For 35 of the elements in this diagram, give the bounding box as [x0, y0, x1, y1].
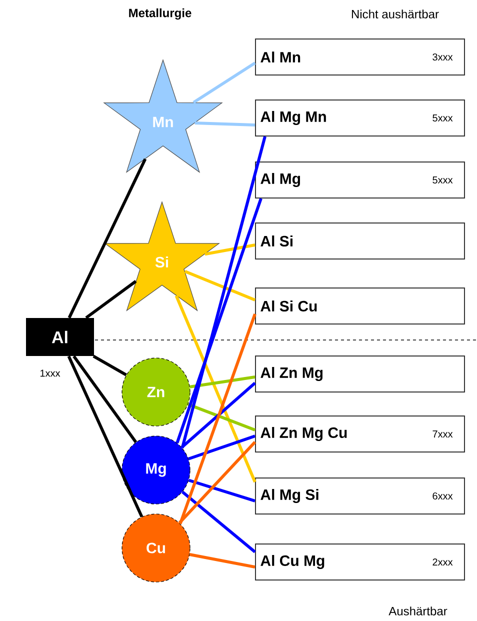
heading-label: Metallurgie: [129, 8, 192, 20]
connector-line: [67, 356, 144, 518]
connector-line: [174, 295, 256, 483]
element-box: Al: [26, 318, 94, 356]
heading-label: Aushärtbar: [388, 606, 448, 616]
connector-line: [72, 355, 138, 444]
connector-line: [194, 122, 256, 126]
connector-line: [178, 440, 256, 524]
alloy-box: Al Mg Si 6xxx: [255, 478, 465, 514]
connector-line: [204, 244, 256, 256]
alloy-box: Al Mg 5xxx: [255, 162, 465, 198]
alloy-box: Al Si Cu: [255, 288, 465, 324]
alloy-box: Al Zn Mg Cu 7xxx: [255, 416, 465, 452]
connector-line: [189, 553, 256, 568]
connector-line: [180, 136, 266, 448]
connector-line: [178, 314, 256, 524]
series-label: 1xxx: [40, 370, 60, 377]
connector-line: [180, 382, 256, 448]
connector-line: [92, 354, 127, 376]
connector-line: [176, 198, 262, 444]
heading-label: Nicht aushärtbar: [352, 10, 439, 18]
alloy-box: Al Mg Mn 5xxx: [255, 100, 465, 136]
connector-line: [181, 490, 256, 554]
connector-line: [85, 280, 137, 320]
connector-line: [187, 402, 256, 432]
connector-line: [68, 158, 147, 318]
connector-line: [188, 434, 256, 460]
connector-line: [184, 270, 256, 302]
alloy-box: Al Cu Mg 2xxx: [255, 544, 465, 580]
alloy-box: Al Mn 3xxx: [255, 38, 465, 76]
connector-line: [188, 478, 256, 502]
connector-line: [190, 376, 256, 388]
connector-line: [192, 62, 256, 104]
alloy-box: Al Zn Mg: [255, 356, 465, 392]
alloy-box: Al Si: [255, 222, 465, 260]
